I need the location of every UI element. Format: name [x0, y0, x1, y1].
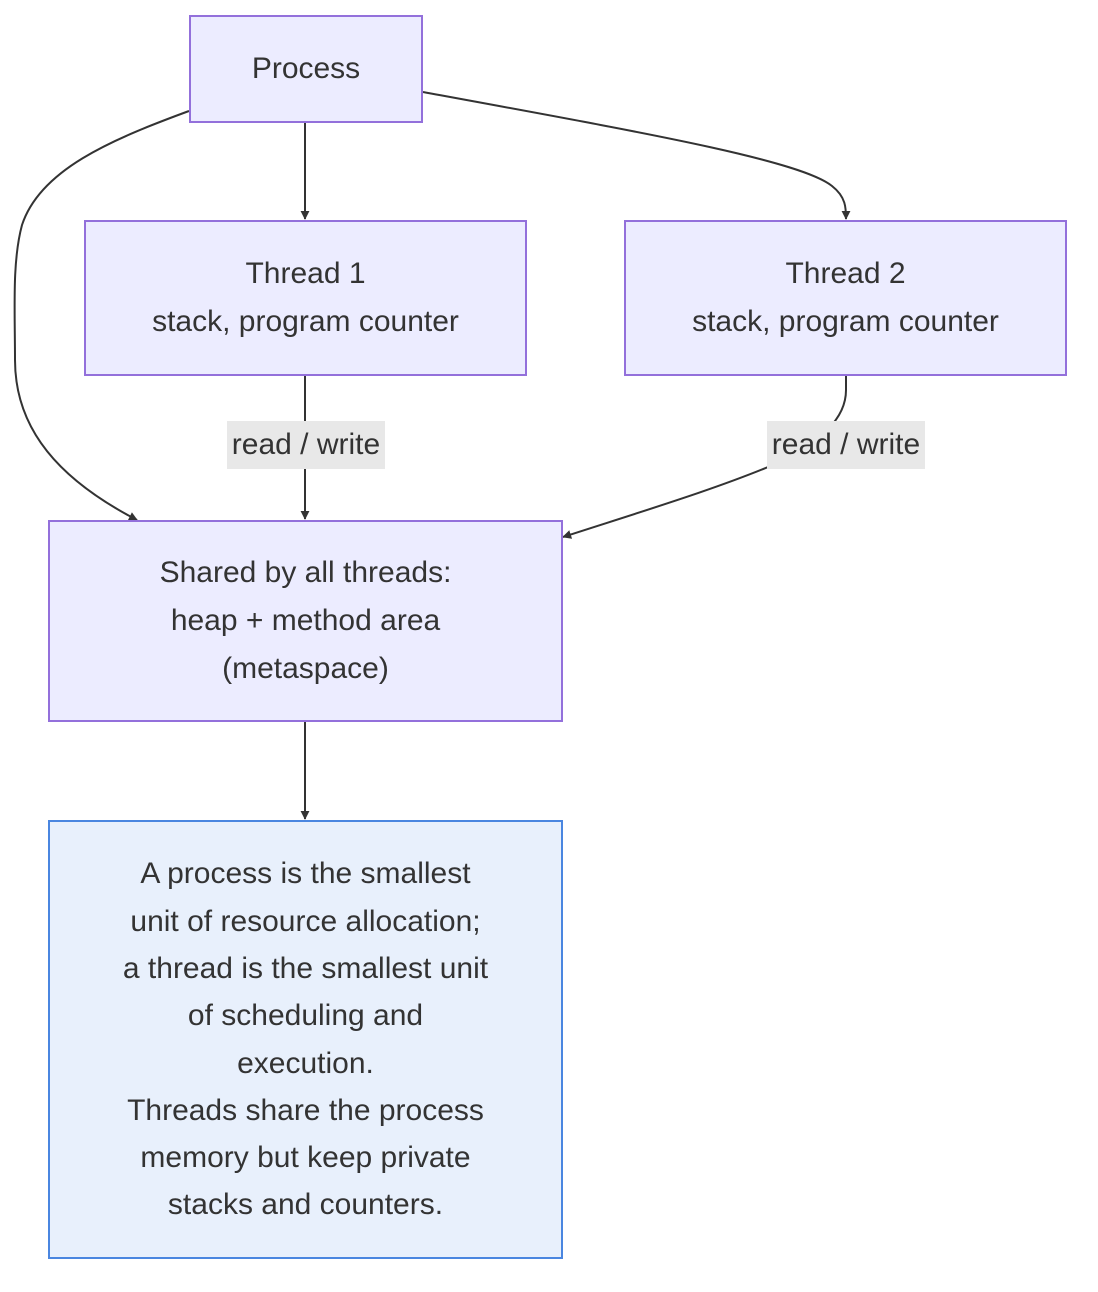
node-thread-1-detail: stack, program counter	[152, 305, 459, 338]
edge-label-thread1-shared: read / write	[227, 421, 385, 469]
node-shared-memory: Shared by all threads: heap + method are…	[48, 520, 563, 722]
edge-process-thread2	[422, 91, 851, 220]
node-thread-1-title: Thread 1	[245, 257, 366, 290]
edge-process-shared	[13, 110, 190, 521]
note-line-6: Threads share the process	[127, 1093, 484, 1127]
note-line-2: unit of resource allocation;	[130, 904, 481, 938]
node-thread-2-detail: stack, program counter	[692, 305, 999, 338]
note-line-8: stacks and counters.	[167, 1188, 444, 1222]
node-thread-2-title: Thread 2	[785, 257, 906, 290]
note-line-1: A process is the smallest	[140, 857, 471, 891]
node-process-line: Process	[251, 52, 361, 85]
node-process: Process	[189, 15, 423, 123]
edge-label-thread2-shared: read / write	[767, 421, 925, 469]
node-shared-line-2: heap + method area	[170, 604, 441, 637]
node-shared-line-1: Shared by all threads:	[159, 556, 452, 589]
node-thread-2: Thread 2 stack, program counter	[624, 220, 1067, 376]
node-shared-line-3: (metaspace)	[222, 652, 389, 685]
note-line-7: memory but keep private	[140, 1141, 471, 1175]
note-line-4: of scheduling and	[187, 999, 424, 1033]
node-thread-1: Thread 1 stack, program counter	[84, 220, 527, 376]
note-line-3: a thread is the smallest unit	[122, 951, 489, 985]
node-summary-note: A process is the smallest unit of resour…	[48, 820, 563, 1259]
note-line-5: execution.	[237, 1046, 374, 1080]
